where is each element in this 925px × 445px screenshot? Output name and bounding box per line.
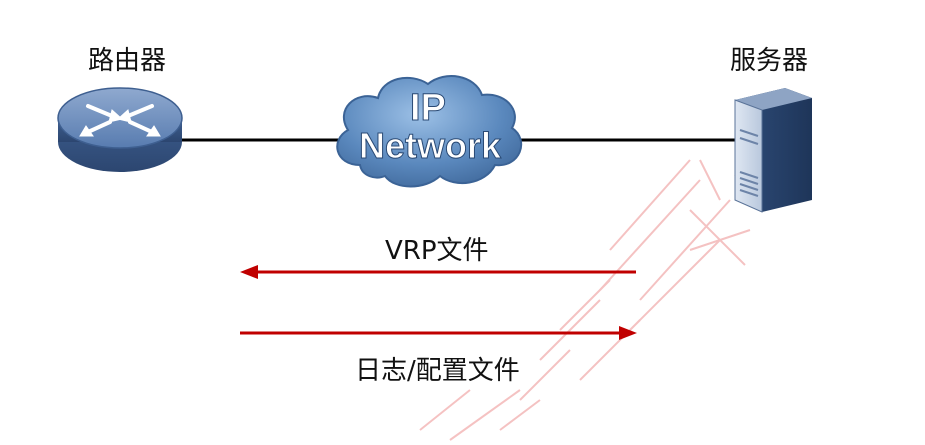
cloud-label-network: Network	[359, 125, 502, 166]
flow-label-log-config: 日志/配置文件	[355, 356, 520, 386]
cloud-label-ip: IP	[410, 87, 446, 129]
server-icon	[734, 88, 812, 213]
watermark	[419, 159, 761, 441]
router-icon	[57, 87, 183, 172]
router-label: 路由器	[88, 46, 167, 76]
server-label: 服务器	[730, 46, 809, 76]
flow-label-vrp: VRP文件	[385, 236, 489, 266]
cloud-icon: IP Network	[336, 75, 523, 188]
flow-arrow-vrp	[240, 265, 636, 279]
flow-arrow-log-config	[240, 326, 637, 340]
